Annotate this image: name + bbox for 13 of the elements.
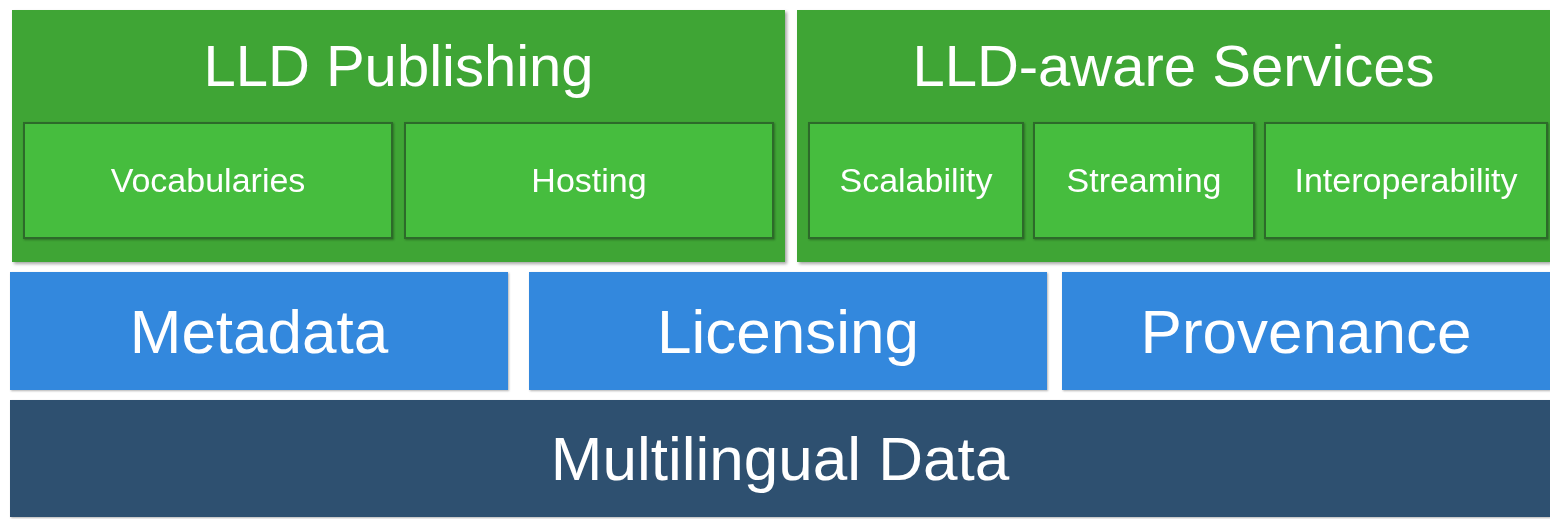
panel-heading: LLD-aware Services <box>911 32 1436 99</box>
component-card: Interoperability <box>1264 122 1548 239</box>
component-card: Hosting <box>404 122 774 239</box>
layer-panel <box>12 10 785 262</box>
layer-bar: Multilingual Data <box>10 400 1550 517</box>
component-card: Scalability <box>808 122 1024 239</box>
layer-bar: Metadata <box>10 272 508 390</box>
component-card: Vocabularies <box>23 122 393 239</box>
layer-bar: Licensing <box>529 272 1047 390</box>
layer-bar: Provenance <box>1062 272 1550 390</box>
layer-panel <box>797 10 1550 262</box>
component-card: Streaming <box>1033 122 1255 239</box>
panel-heading: LLD Publishing <box>202 32 595 99</box>
